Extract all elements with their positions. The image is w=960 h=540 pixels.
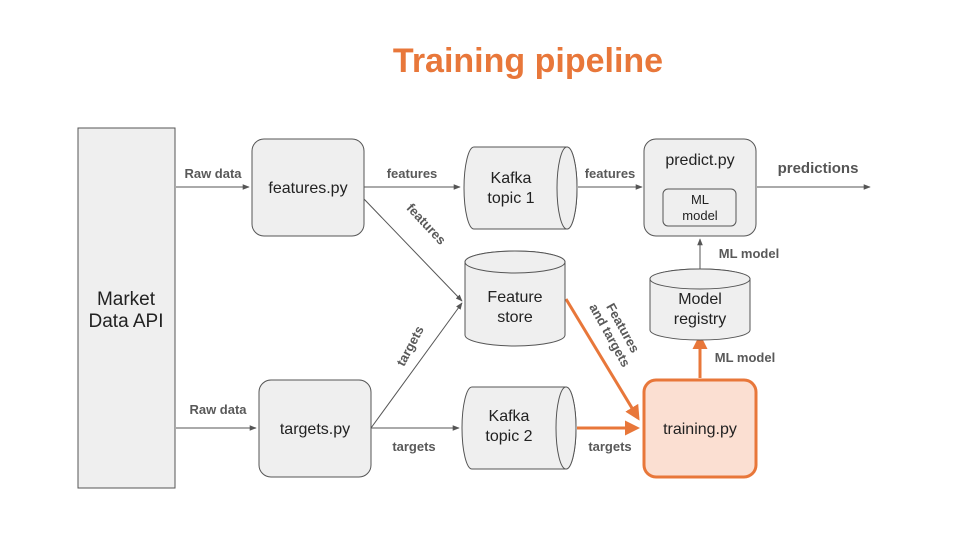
kafka2-label-line1: Kafka — [489, 408, 530, 425]
market-api-label-line1: Market — [97, 289, 156, 310]
model-registry-label-line1: Model — [678, 291, 722, 308]
label-raw-data-bottom: Raw data — [189, 402, 247, 417]
predict-py-label: predict.py — [665, 152, 734, 169]
label-features-to-kafka1: features — [387, 166, 438, 181]
node-targets-py: targets.py — [258, 379, 372, 478]
edge-targets-to-store — [370, 302, 463, 429]
model-registry-label-line2: registry — [674, 311, 726, 328]
label-store-to-training: Features and targets — [586, 301, 642, 370]
label-predictions: predictions — [778, 160, 859, 177]
label-raw-data-top: Raw data — [184, 166, 242, 181]
label-targets-to-kafka2: targets — [392, 439, 435, 454]
label-training-to-registry: ML model — [715, 350, 775, 365]
node-market-data-api: Market Data API — [77, 127, 176, 489]
node-predict-py: predict.py ML model — [643, 138, 757, 237]
training-py-label: training.py — [663, 421, 737, 438]
feature-store-label-line1: Feature — [487, 289, 542, 306]
market-api-label-line2: Data API — [89, 311, 164, 332]
kafka1-label-line2: topic 1 — [487, 190, 534, 207]
node-training-py: training.py — [642, 378, 758, 479]
label-features-to-store: features — [404, 200, 449, 247]
label-registry-to-predict: ML model — [719, 246, 779, 261]
node-ml-model-inner: ML model — [662, 188, 737, 227]
node-kafka-topic-1: Kafka topic 1 — [463, 146, 578, 230]
label-kafka1-to-predict: features — [585, 166, 636, 181]
node-feature-store: Feature store — [464, 250, 566, 347]
ml-model-inner-line1: ML — [691, 192, 709, 207]
ml-model-inner-line2: model — [682, 208, 718, 223]
label-targets-to-store: targets — [393, 323, 427, 368]
node-kafka-topic-2: Kafka topic 2 — [461, 386, 577, 470]
node-model-registry: Model registry — [649, 268, 751, 341]
node-features-py: features.py — [251, 138, 365, 237]
diagram-title: Training pipeline — [393, 42, 663, 80]
targets-py-label: targets.py — [280, 421, 350, 438]
feature-store-label-line2: store — [497, 309, 533, 326]
kafka2-label-line2: topic 2 — [485, 428, 532, 445]
features-py-label: features.py — [268, 180, 347, 197]
edge-features-to-store — [363, 198, 463, 302]
kafka1-label-line1: Kafka — [491, 170, 532, 187]
label-kafka2-to-training: targets — [588, 439, 631, 454]
edge-store-to-training — [564, 298, 640, 421]
